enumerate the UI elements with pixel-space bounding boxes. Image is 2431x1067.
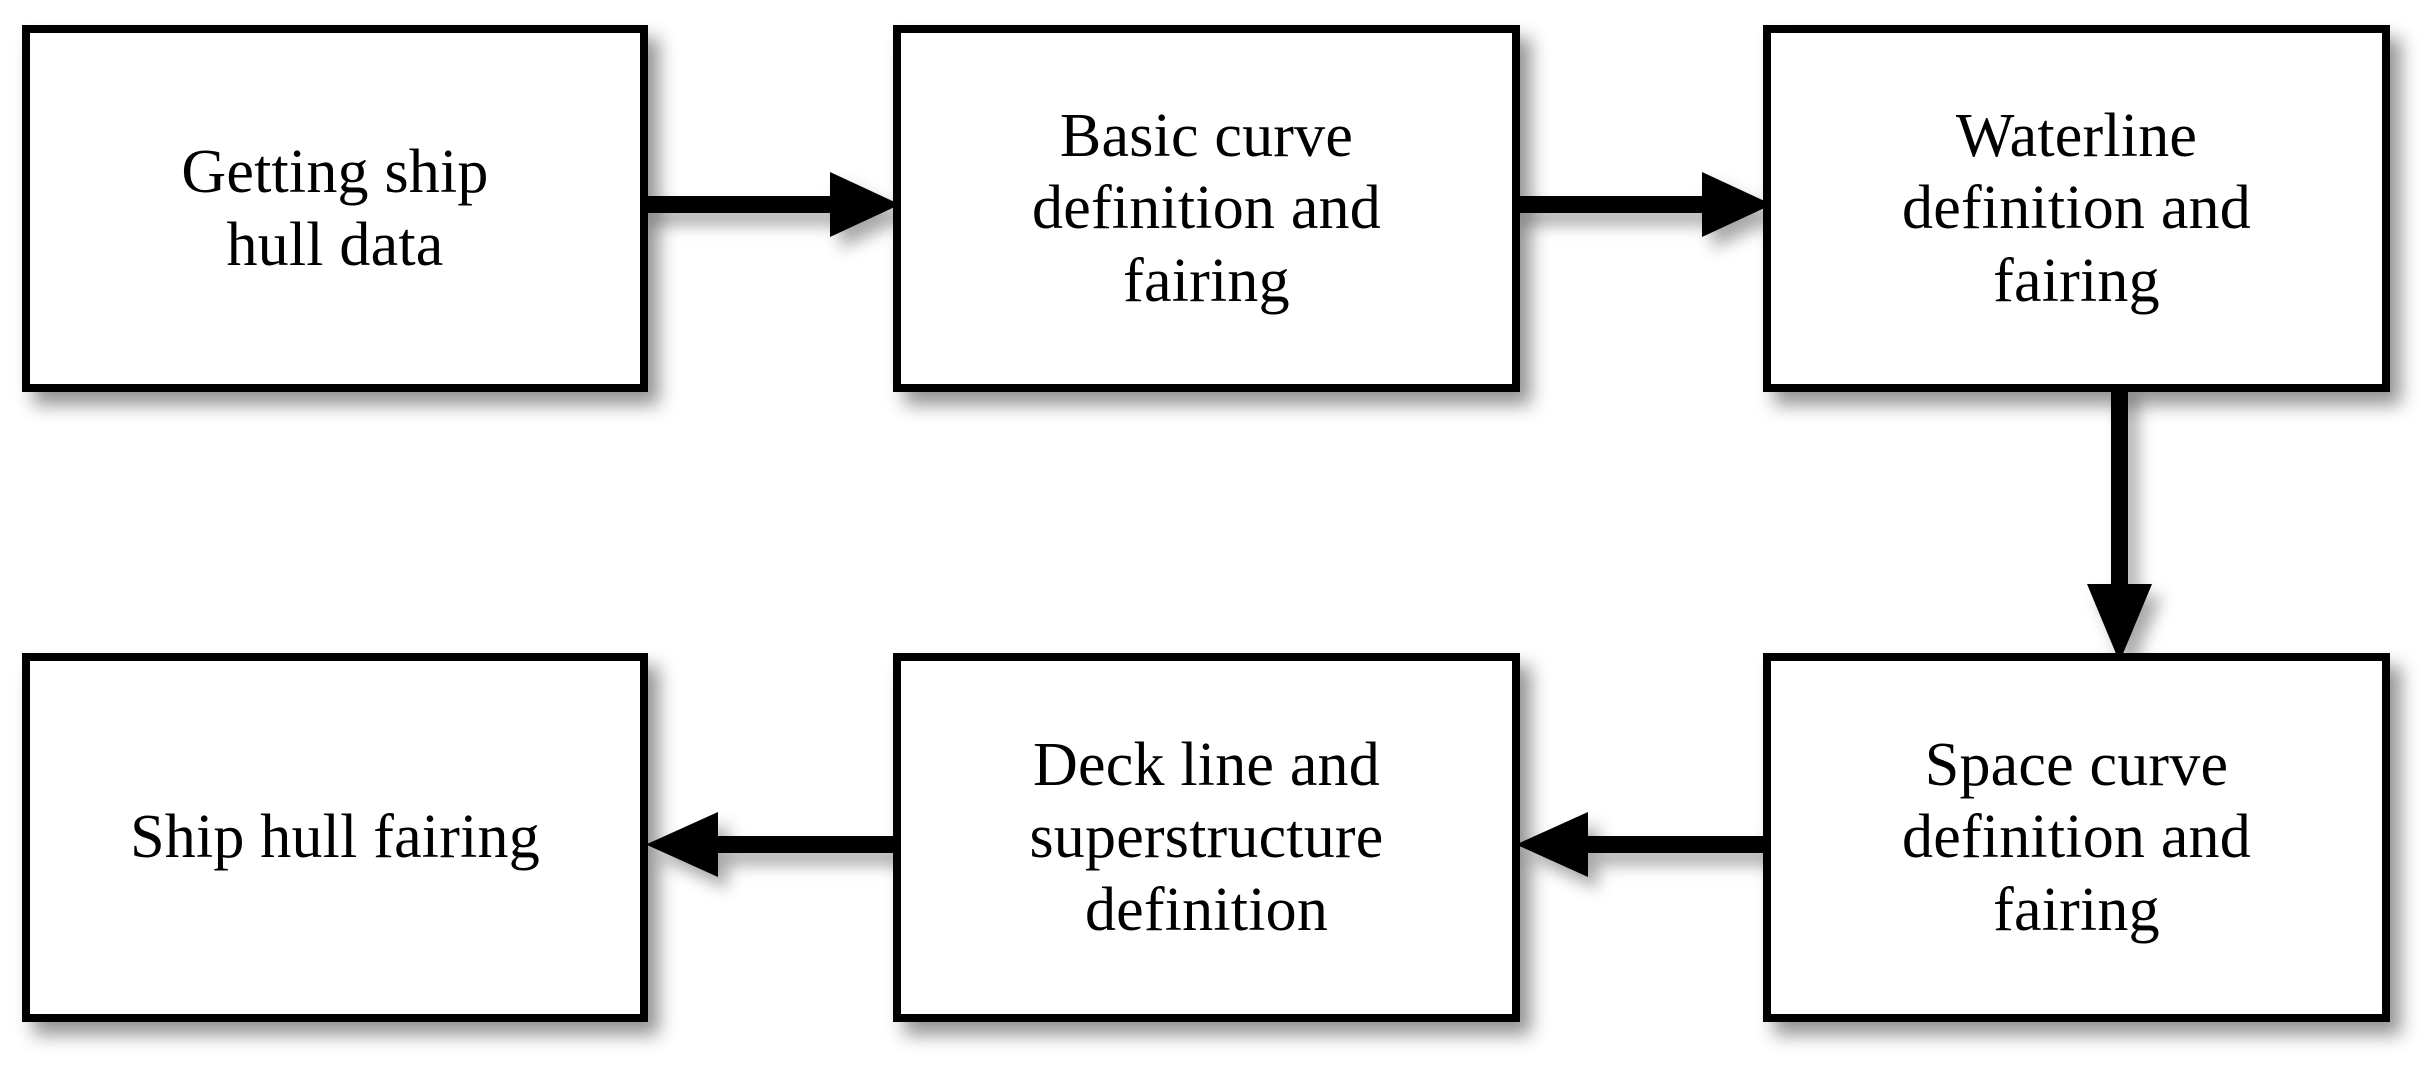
node-label: Ship hull fairing [130, 803, 540, 872]
arrow-down-icon-waterline-to-space [2065, 384, 2185, 674]
node-ship-hull-fairing[interactable]: Ship hull fairing [22, 653, 648, 1022]
node-label: Getting ship hull data [181, 137, 489, 279]
node-space-curve-definition-and-fairing[interactable]: Space curve definition and fairing [1763, 653, 2390, 1022]
node-basic-curve-definition-and-fairing[interactable]: Basic curve definition and fairing [893, 25, 1520, 392]
node-label: Basic curve definition and fairing [1032, 101, 1381, 315]
arrow-left-icon-deck-to-ship [640, 790, 910, 910]
arrow-left-icon-space-to-deck [1510, 790, 1780, 910]
arrow-right-icon-basic-to-waterline [1512, 150, 1782, 270]
node-label: Waterline definition and fairing [1902, 101, 2251, 315]
node-label: Space curve definition and fairing [1902, 730, 2251, 944]
node-deck-line-and-superstructure-definition[interactable]: Deck line and superstructure definition [893, 653, 1520, 1022]
node-label: Deck line and superstructure definition [1029, 730, 1384, 944]
node-waterline-definition-and-fairing[interactable]: Waterline definition and fairing [1763, 25, 2390, 392]
node-getting-ship-hull-data[interactable]: Getting ship hull data [22, 25, 648, 392]
arrow-right-icon-getting-to-basic [640, 150, 910, 270]
